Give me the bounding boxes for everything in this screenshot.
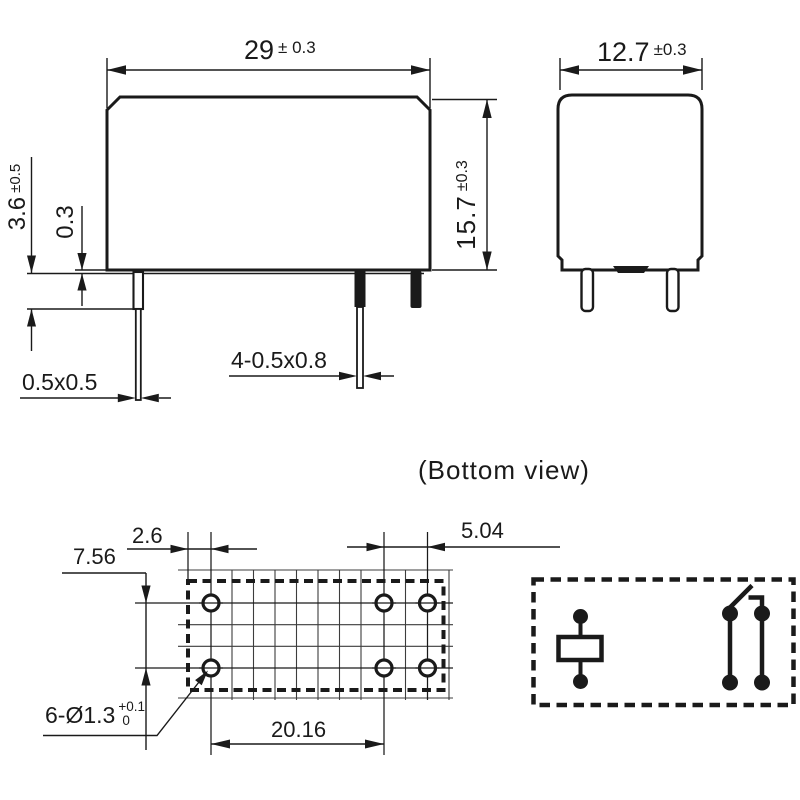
arrowhead: [366, 542, 384, 552]
bottom-view-dimension-lines: [43, 542, 560, 750]
standoff-dimension-label: 0.3: [52, 205, 79, 239]
arrowhead: [195, 670, 208, 686]
contact-symbol: [722, 583, 770, 691]
hole-callout-label: 6-Ø1.3 +0.1 0: [45, 699, 145, 728]
dimension-tolerance-stack: +0.1 0: [118, 699, 145, 729]
side-pin: [580, 267, 595, 313]
hole-centerlines: [135, 532, 453, 755]
relay-body-front-outline: [105, 95, 432, 272]
side-view: [556, 93, 704, 313]
dimension-value: 4-0.5x0.8: [231, 347, 327, 373]
dimension-tolerance: ± 0.3: [278, 38, 316, 57]
leader-line: [43, 681, 200, 737]
dimension-value: 29: [244, 35, 275, 65]
schematic-outline-dashed: [531, 577, 796, 708]
extension-line: [106, 58, 431, 108]
arrowhead: [27, 309, 36, 327]
coil-symbol: [556, 609, 604, 689]
dimension-value: 7.56: [73, 544, 116, 569]
dimension-value: 0.3: [52, 205, 79, 239]
dimension-tolerance: ±0.3: [454, 160, 471, 192]
side-pin: [665, 267, 680, 313]
arrowhead: [117, 393, 136, 403]
arrowhead: [140, 393, 159, 403]
arrowhead: [560, 65, 579, 75]
arrowhead: [683, 65, 702, 75]
span-dimension-label: 20.16: [271, 719, 326, 741]
dimension-value: 0.5x0.5: [22, 369, 98, 395]
caption-text: (Bottom view): [418, 455, 590, 485]
contact-terminal-dot: [754, 605, 770, 622]
pin-shoulder-dimension-label: 3.6 ±0.5: [4, 163, 31, 231]
hole-pitch-dimension-label: 5.04: [461, 520, 504, 542]
bottom-boss: [613, 266, 649, 273]
arrowhead: [170, 544, 188, 554]
arrowhead: [141, 668, 151, 686]
arrowhead: [363, 371, 381, 381]
arrowhead: [427, 542, 445, 552]
arrowhead: [339, 371, 357, 381]
contact-terminal-dot: [722, 605, 738, 622]
bottom-view-caption: (Bottom view): [418, 457, 590, 483]
arrowhead: [482, 99, 492, 118]
dimension-value: 12.7: [597, 37, 650, 67]
side-width-dimension-label: 12.7 ±0.3: [597, 39, 687, 66]
tolerance-lower: 0: [122, 713, 130, 729]
contact-terminal-dot: [754, 674, 770, 691]
front-height-dimension-label: 15.7 ±0.3: [451, 160, 481, 250]
grid-lines-vertical: [231, 570, 450, 700]
tolerance-upper: +0.1: [118, 699, 145, 714]
side-view-dimension-lines: [559, 58, 703, 90]
relay-body-side-outline: [556, 93, 704, 272]
dimension-tolerance: ±0.3: [653, 40, 687, 59]
dimension-value: 5.04: [461, 518, 504, 543]
dimension-value: 20.16: [271, 717, 327, 742]
dimension-value: 6-Ø1.3: [45, 702, 116, 728]
schematic: [531, 577, 796, 708]
coil-pin: [134, 308, 142, 401]
arrowhead: [482, 251, 492, 270]
bottom-view: [135, 532, 453, 755]
coil-terminal-dot: [573, 674, 588, 689]
rear-pin-shoulder: [410, 271, 422, 308]
edge-to-hole-dimension-label: 2.6: [132, 525, 163, 547]
arrowhead: [365, 739, 384, 749]
contact-pin-dimension-label: 4-0.5x0.8: [231, 349, 327, 372]
arrowhead: [77, 253, 87, 270]
dimension-tolerance: ±0.5: [7, 163, 24, 193]
arrowhead: [411, 65, 430, 75]
dimension-value: 3.6: [4, 196, 31, 231]
dimension-value: 2.6: [132, 523, 163, 548]
contact-pin: [356, 306, 364, 389]
movable-contact-line: [726, 583, 754, 683]
bottom-outline-dashed: [186, 579, 446, 692]
coil-box: [556, 634, 604, 663]
arrowhead: [107, 65, 126, 75]
coil-pin-dimension-label: 0.5x0.5: [22, 371, 97, 394]
front-width-dimension-label: 29 ± 0.3: [244, 37, 316, 64]
front-view: [27, 95, 432, 401]
hole-crosshairs: [199, 602, 440, 669]
contact-pin-shoulder: [354, 271, 366, 307]
coil-pin-shoulder: [132, 270, 145, 311]
grid-lines-horizontal: [178, 569, 453, 699]
arrowhead: [141, 585, 151, 603]
front-view-dimension-lines: [20, 58, 497, 403]
row-pitch-dimension-label: 7.56: [73, 546, 116, 568]
dimension-value: 15.7: [451, 195, 481, 250]
extension-line: [559, 58, 703, 90]
arrowhead: [27, 255, 36, 273]
contact-terminal-dot: [722, 674, 738, 691]
arrowhead: [211, 544, 229, 554]
extension-line: [432, 98, 497, 271]
arrowhead: [77, 273, 87, 291]
arrowhead: [211, 739, 230, 749]
coil-terminal-dot: [573, 609, 588, 624]
